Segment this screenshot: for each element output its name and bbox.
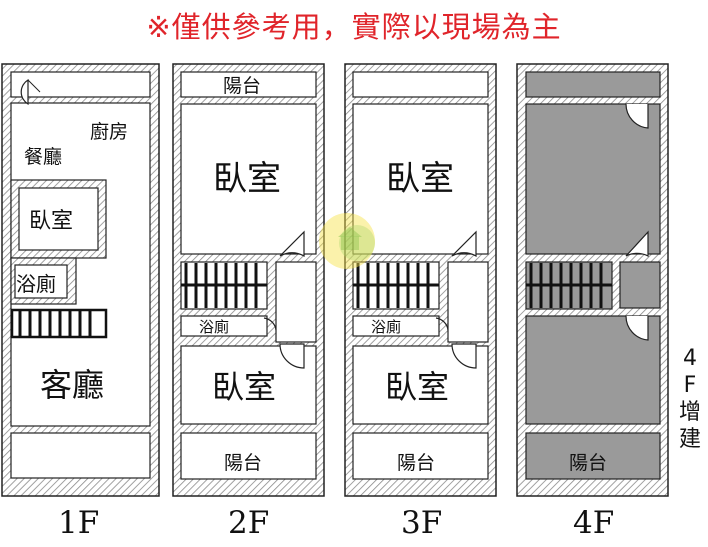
- extension-note-char: 4: [683, 346, 697, 371]
- stairs-3f: [353, 263, 439, 308]
- disclaimer-notice: ※僅供參考用，實際以現場為主: [146, 10, 562, 44]
- stairs-1f: [18, 310, 92, 337]
- room-bedroom-1f: 臥室: [29, 209, 73, 234]
- room-balcony-top-2f: 陽台: [223, 75, 261, 97]
- room-bath-2f: 浴廁: [199, 318, 229, 336]
- extension-note-char: F: [683, 373, 697, 398]
- room-bath-1f: 浴廁: [16, 272, 56, 296]
- room-dining-1f: 餐廳: [24, 146, 62, 168]
- stairs-2f: [181, 263, 267, 308]
- room-balcony-bottom-4f: 陽台: [569, 452, 607, 474]
- floor-plan-4f: 陽台 4F: [516, 63, 669, 541]
- room-bedroom-bottom-2f: 臥室: [212, 368, 276, 406]
- room-bedroom-top-3f: 臥室: [386, 159, 454, 199]
- floor-label-1f: 1F: [58, 505, 99, 541]
- room-balcony-bottom-2f: 陽台: [224, 452, 262, 474]
- room-bedroom-top-2f: 臥室: [213, 159, 281, 199]
- floor-plan-3f: 臥室 浴廁 臥室 陽台 3F: [344, 63, 497, 541]
- extension-note: 4 F 增 建: [676, 345, 704, 453]
- extension-note-char: 增: [678, 400, 701, 425]
- floor-label-4f: 4F: [573, 505, 614, 541]
- room-bath-3f: 浴廁: [371, 318, 401, 336]
- room-bedroom-bottom-3f: 臥室: [385, 368, 449, 406]
- room-living-1f: 客廳: [40, 366, 104, 404]
- floor-plan-2f: 陽台 臥室 浴廁 臥室 陽台 2F: [172, 63, 325, 541]
- extension-note-char: 建: [678, 427, 701, 452]
- floor-label-2f: 2F: [228, 505, 269, 541]
- floor-label-3f: 3F: [401, 505, 442, 541]
- watermark-logo: [319, 213, 375, 269]
- room-kitchen-1f: 廚房: [90, 120, 128, 143]
- room-balcony-bottom-3f: 陽台: [397, 452, 435, 474]
- stairs-4f: [526, 263, 612, 308]
- floor-plan-1f: 廚房 餐廳 臥室 浴廁 客廳 1F: [1, 63, 160, 541]
